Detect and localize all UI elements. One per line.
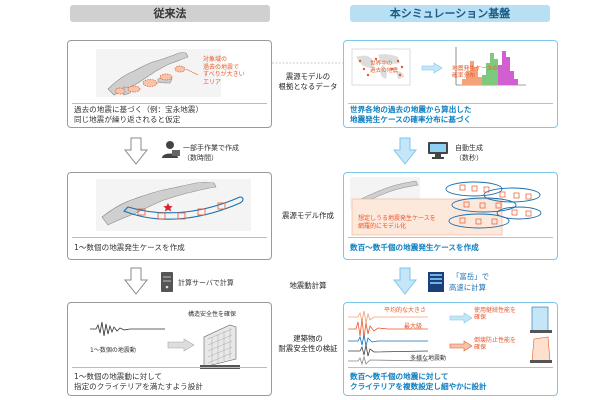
seismogram-icon bbox=[90, 321, 165, 337]
compute-server-note: 計算サーバで計算 bbox=[178, 279, 234, 287]
japan-map-icon bbox=[96, 49, 221, 97]
right-panel-verification: 平均的な大きさ 最大級 多様な地震動 使用継続性能を 確保 倒壊防止性能を 確保… bbox=[343, 302, 558, 396]
motion-count-label: 1～数個の地震動 bbox=[90, 347, 136, 354]
average-size-label: 平均的な大きさ bbox=[384, 307, 427, 314]
multi-seismogram-icon bbox=[348, 310, 429, 366]
slip-area-annotation: 対象域の 過去の地震で すべりが大きい エリア bbox=[203, 56, 245, 86]
right-panel-source-data: 世界中の 過去の地震 地震発生ケースの 確率分布 世界各地の過去の地震から算出し… bbox=[343, 40, 558, 128]
building-icon bbox=[530, 306, 552, 333]
left-panel3-caption-line2: 指定のクライテリアを満たすよう設計 bbox=[74, 382, 203, 391]
exhaustive-model-annotation: 想定しうる地震発生ケースを 網羅的にモデル化 bbox=[358, 215, 436, 230]
left-panel-source-model: 1～数個の地震発生ケースを作成 bbox=[67, 172, 272, 260]
distribution-label: 地震発生ケースの 確率分布 bbox=[452, 66, 499, 79]
structural-safety-label: 構造安全性を確保 bbox=[188, 311, 237, 318]
left-panel-source-data: 対象域の 過去の地震で すべりが大きい エリア 過去の地震に基づく（例：宝永地震… bbox=[67, 40, 272, 128]
left-panel1-caption-line2: 同じ地震が繰り返されると仮定 bbox=[74, 115, 181, 124]
collapse-prevention-label: 倒壊防止性能を 確保 bbox=[474, 337, 517, 351]
fugaku-note-line1: 「富岳」で bbox=[452, 272, 489, 281]
damaged-building-icon bbox=[530, 336, 552, 363]
arrow-right-icon bbox=[449, 340, 473, 352]
fugaku-note-line2: 高速に計算 bbox=[449, 283, 486, 292]
maximum-class-label: 最大級 bbox=[404, 323, 423, 330]
manual-work-note: 一部手作業で作成 （数時間） bbox=[183, 144, 239, 162]
left-panel-verification: 1～数個の地震動 構造安全性を確保 1～数個の地震動に対して 指定のクライテリア… bbox=[67, 302, 272, 396]
right-panel1-caption-line2: 地震発生ケースの確率分布に基づく bbox=[350, 115, 472, 124]
japan-fault-map-icon bbox=[96, 179, 251, 231]
world-quakes-label: 世界中の 過去の地震 bbox=[370, 61, 398, 74]
right-panel1-caption-line1: 世界各地の過去の地震から算出した bbox=[350, 105, 472, 114]
supercomputer-icon bbox=[428, 272, 444, 292]
down-arrow-icon bbox=[123, 267, 149, 295]
right-panel-source-model: 想定しうる地震発生ケースを 網羅的にモデル化 数百～数千個の地震発生ケースを作成 bbox=[343, 172, 558, 260]
down-arrow-icon bbox=[392, 137, 418, 165]
stage-label-basis-data: 震源モデルの 根拠となるデータ bbox=[278, 72, 338, 91]
left-panel1-caption-line1: 過去の地震に基づく（例：宝永地震） bbox=[74, 105, 204, 114]
world-map-icon bbox=[351, 48, 411, 86]
stage-label-source-model: 震源モデル作成 bbox=[282, 211, 334, 220]
building-icon bbox=[200, 324, 240, 369]
worker-icon bbox=[162, 141, 180, 158]
stage-label-ground-motion: 地震動計算 bbox=[289, 281, 327, 290]
right-panel3-caption-line1: 数百～数千個の地震に対して bbox=[350, 372, 449, 381]
probability-histogram-icon bbox=[455, 47, 526, 86]
right-panel3-caption-line2: クライテリアを複数設定し細やかに設計 bbox=[350, 382, 487, 391]
stage-line-1 bbox=[272, 62, 344, 64]
left-panel2-caption: 1～数個の地震発生ケースを作成 bbox=[74, 243, 185, 252]
stage-label-verification: 建築物の 耐震安全性の検証 bbox=[278, 334, 338, 353]
left-panel3-caption-line1: 1～数個の地震動に対して bbox=[74, 372, 163, 381]
computer-icon bbox=[428, 142, 448, 159]
arrow-right-icon bbox=[449, 312, 473, 324]
multi-case-map-icon bbox=[350, 177, 542, 236]
arrow-right-icon bbox=[421, 62, 443, 74]
down-arrow-icon bbox=[392, 267, 418, 295]
server-icon bbox=[161, 272, 173, 292]
header-conventional-method: 従来法 bbox=[70, 5, 270, 22]
down-arrow-icon bbox=[123, 137, 149, 165]
auto-generation-note: 自動生成 （数秒） bbox=[455, 144, 483, 162]
arrow-right-icon bbox=[167, 338, 195, 352]
right-panel2-caption: 数百～数千個の地震発生ケースを作成 bbox=[350, 243, 479, 252]
various-motions-label: 多様な地震動 bbox=[410, 355, 447, 362]
header-simulation-platform: 本シミュレーション基盤 bbox=[350, 5, 550, 22]
usability-label: 使用継続性能を 確保 bbox=[474, 307, 517, 321]
